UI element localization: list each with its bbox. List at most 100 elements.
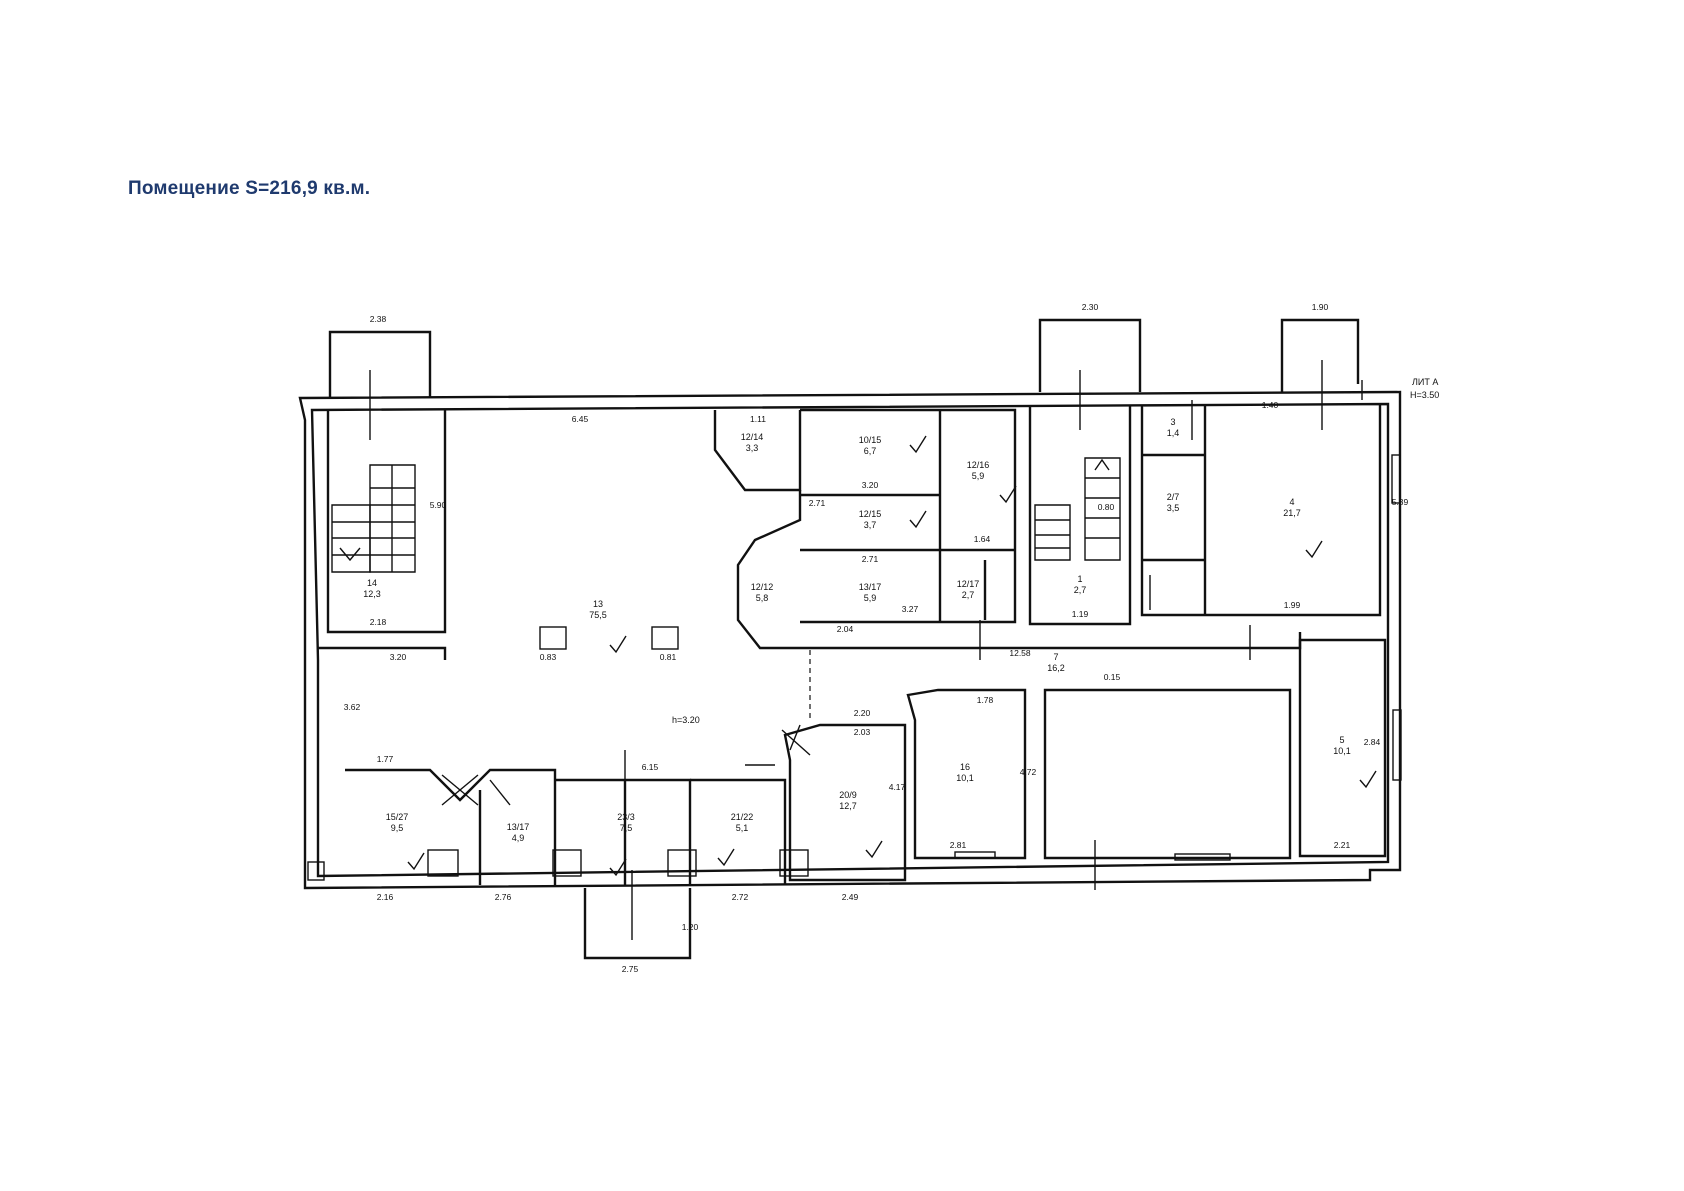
room-14-label: 14 [367, 578, 377, 588]
dim-645: 6.45 [572, 414, 589, 424]
room-13b-label: 13/17 [859, 582, 882, 592]
dim-204: 2.04 [837, 624, 854, 634]
room-15-area: 9,5 [391, 823, 404, 833]
room-21-label: 21/22 [731, 812, 754, 822]
east-rooms [1140, 400, 1382, 617]
stair-room-14 [318, 410, 447, 660]
room-22-label: 23/3 [617, 812, 635, 822]
dim-590: 5.90 [430, 500, 447, 510]
dim-178: 1.78 [977, 695, 994, 705]
room-20-label: 20/9 [839, 790, 857, 800]
window-marks [1361, 380, 1401, 504]
room-12c-area: 3,7 [864, 520, 877, 530]
rooms-south-center [906, 688, 1292, 890]
columns [539, 626, 679, 650]
dim-216: 2.16 [377, 892, 394, 902]
dim-190: 1.90 [1312, 302, 1329, 312]
page-title: Помещение S=216,9 кв.м. [128, 178, 371, 199]
dim-220: 2.20 [854, 708, 871, 718]
dim-327: 3.27 [902, 604, 919, 614]
room-7-label: 7 [1053, 652, 1058, 662]
dim-083: 0.83 [540, 652, 557, 662]
dim-249: 2.49 [842, 892, 859, 902]
dim-120: 1.20 [682, 922, 699, 932]
dim-199: 1.99 [1284, 600, 1301, 610]
dim-140: 1.40 [1262, 400, 1279, 410]
room-10-label: 10/15 [859, 435, 882, 445]
dim-417: 4.17 [889, 782, 906, 792]
dim-281: 2.81 [950, 840, 967, 850]
room-5-area: 10,1 [1333, 746, 1351, 756]
room-12a-label: 12/14 [741, 432, 764, 442]
room-13b-area: 5,9 [864, 593, 877, 603]
lit-label: ЛИТ А [1412, 377, 1438, 387]
room-12e-label: 12/17 [957, 579, 980, 589]
dim-203: 2.03 [854, 727, 871, 737]
room-23-label: 13/17 [507, 822, 530, 832]
dim-284: 2.84 [1364, 737, 1381, 747]
dim-615: 6.15 [642, 762, 659, 772]
room-4-area: 21,7 [1283, 508, 1301, 518]
dim-111: 1.11 [750, 414, 766, 424]
dim-1258: 12.58 [1009, 648, 1031, 658]
dim-275: 2.75 [622, 964, 639, 974]
room-1-label: 1 [1077, 574, 1082, 584]
room-3-area: 1,4 [1167, 428, 1180, 438]
lower-left-rooms [307, 750, 809, 885]
room-14-area: 12,3 [363, 589, 381, 599]
lit-height: H=3.50 [1410, 390, 1439, 400]
stair-room-1 [1028, 405, 1132, 626]
room-12d-label: 12/12 [751, 582, 774, 592]
room-7-area: 16,2 [1047, 663, 1065, 673]
corridor-7 [800, 620, 1302, 660]
room-12d-area: 5,8 [756, 593, 769, 603]
room-20-9 [781, 723, 907, 882]
dim-320a: 3.20 [862, 480, 879, 490]
ceiling-height: h=3.20 [672, 715, 700, 725]
room-12e-area: 2,7 [962, 590, 975, 600]
room-labels: 14 12,3 1 3 75,5 10/15 6,7 12/14 3,3 12/1… [363, 417, 1351, 843]
room-2-area: 3,5 [1167, 503, 1180, 513]
dim-271b: 2.71 [809, 498, 826, 508]
room-21-area: 5,1 [736, 823, 749, 833]
dim-119: 1.19 [1072, 609, 1089, 619]
room-16-label: 16 [960, 762, 970, 772]
dim-271a: 2.71 [862, 554, 879, 564]
dim-221: 2.21 [1334, 840, 1351, 850]
bottom-bay [583, 870, 692, 960]
dim-320b: 3.20 [390, 652, 407, 662]
top-bays [328, 318, 1360, 440]
dim-272: 2.72 [732, 892, 749, 902]
room-4-label: 4 [1289, 497, 1294, 507]
dim-362: 3.62 [344, 702, 361, 712]
dim-177: 1.77 [377, 754, 394, 764]
dim-539: 5.39 [1392, 497, 1409, 507]
room-20-area: 12,7 [839, 801, 857, 811]
outer-walls [298, 390, 1402, 890]
room-3-label: 3 [1170, 417, 1175, 427]
dim-164: 1.64 [974, 534, 991, 544]
dim-472: 4.72 [1020, 767, 1037, 777]
dim-218: 2.18 [370, 617, 387, 627]
dim-276: 2.76 [495, 892, 512, 902]
dim-238: 2.38 [370, 314, 387, 324]
room-10-area: 6,7 [864, 446, 877, 456]
dimension-labels: 2.38 2.30 1.90 6.45 1.11 3.20 2.18 3.20 … [344, 302, 1409, 974]
check-marks [407, 435, 1377, 877]
room-12a-area: 3,3 [746, 443, 759, 453]
room-5 [1298, 638, 1402, 858]
room-23-area: 4,9 [512, 833, 525, 843]
room-22-area: 7,5 [620, 823, 633, 833]
room-13-area: 75,5 [589, 610, 607, 620]
room-16-area: 10,1 [956, 773, 974, 783]
dim-080: 0.80 [1098, 502, 1115, 512]
dim-081: 0.81 [660, 652, 677, 662]
dim-230: 2.30 [1082, 302, 1099, 312]
dim-015: 0.15 [1104, 672, 1121, 682]
room-2-label: 2/7 [1167, 492, 1180, 502]
room-5-label: 5 [1339, 735, 1344, 745]
room-12b-label: 12/16 [967, 460, 990, 470]
room-12c-label: 12/15 [859, 509, 882, 519]
room-12b-area: 5,9 [972, 471, 985, 481]
